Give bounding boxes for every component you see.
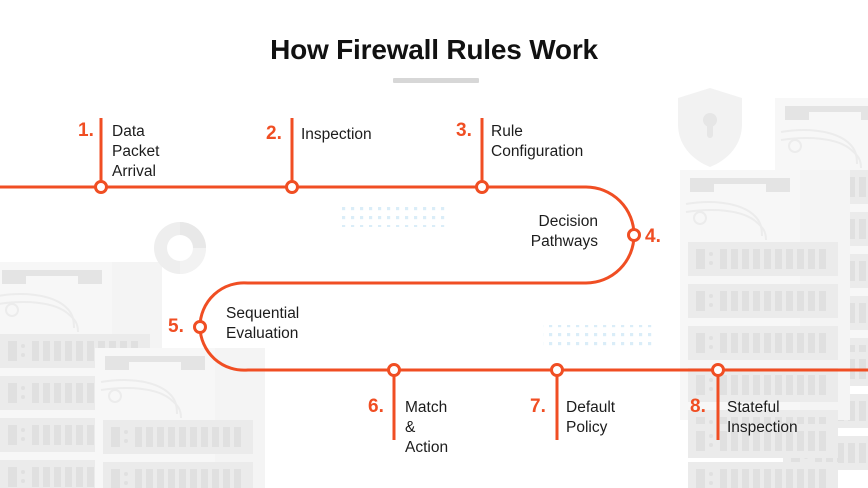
node-step-7 <box>550 363 564 377</box>
step-label-7: Default Policy <box>566 399 616 436</box>
step-label-4: Decision Pathways <box>530 213 598 250</box>
step-label-1: Data Packet Arrival <box>112 123 160 180</box>
node-step-2 <box>285 180 299 194</box>
page-title: How Firewall Rules Work <box>270 34 598 65</box>
node-step-1 <box>94 180 108 194</box>
step-number-8: 8. <box>690 396 706 417</box>
timeline-connector-line <box>0 185 868 372</box>
step-number-4: 4. <box>645 226 661 247</box>
step-label-2: Inspection <box>301 126 372 143</box>
step-label-8: Stateful Inspection <box>727 399 798 436</box>
timeline-ticks <box>99 118 720 440</box>
step-number-1: 1. <box>78 120 94 141</box>
step-number-3: 3. <box>456 120 472 141</box>
node-step-8 <box>711 363 725 377</box>
step-number-5: 5. <box>168 316 184 337</box>
node-step-5 <box>193 320 207 334</box>
node-step-4 <box>627 228 641 242</box>
node-step-3 <box>475 180 489 194</box>
title-underline-rule <box>393 78 479 83</box>
timeline-nodes <box>94 180 725 377</box>
step-label-5: Sequential Evaluation <box>226 305 300 342</box>
step-number-2: 2. <box>266 123 282 144</box>
step-label-6: Match & Action <box>405 399 449 456</box>
node-step-6 <box>387 363 401 377</box>
step-number-6: 6. <box>368 396 384 417</box>
step-label-3: Rule Configuration <box>491 123 584 160</box>
step-number-7: 7. <box>530 396 546 417</box>
